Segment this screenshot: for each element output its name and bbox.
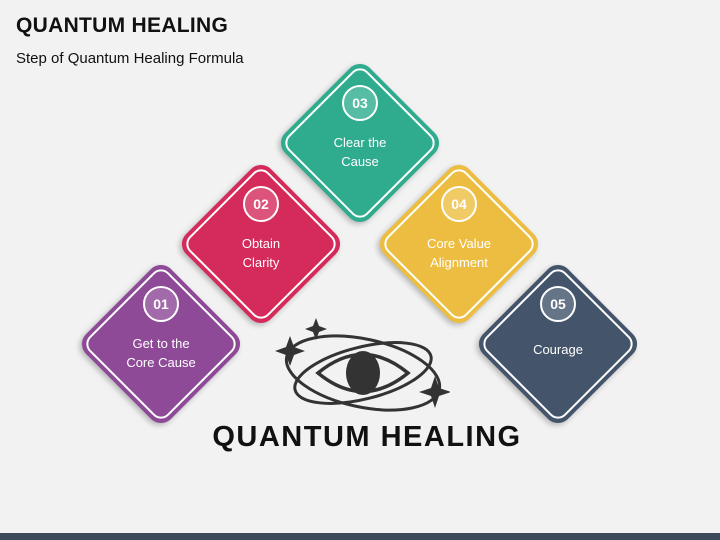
- step-01-number-badge: 01: [143, 286, 179, 322]
- step-03-label-line1: Clear the: [333, 135, 387, 150]
- step-02-number-badge: 02: [243, 186, 279, 222]
- step-05-number-badge: 05: [540, 286, 576, 322]
- step-04-label-line2: Alignment: [430, 255, 488, 270]
- step-04-number: 04: [451, 196, 467, 212]
- bottom-bar: [0, 533, 720, 540]
- step-03-number: 03: [352, 95, 368, 111]
- center-title: QUANTUM HEALING: [212, 421, 522, 453]
- step-02-label: Obtain Clarity: [191, 234, 331, 272]
- step-05-label-line1: Courage: [533, 342, 583, 357]
- step-02-label-line2: Clarity: [242, 255, 280, 270]
- step-04-number-badge: 04: [441, 186, 477, 222]
- page-title: QUANTUM HEALING: [16, 14, 229, 37]
- step-01-label-line2: Core Cause: [126, 355, 196, 370]
- step-04-label: Core Value Alignment: [389, 234, 529, 272]
- step-01-label-line1: Get to the: [132, 336, 190, 351]
- step-02-label-line1: Obtain: [241, 236, 281, 251]
- step-05-label: Courage: [488, 340, 628, 359]
- eye-orbit-icon: [275, 318, 450, 412]
- page-subtitle: Step of Quantum Healing Formula: [16, 50, 244, 67]
- step-05-number: 05: [550, 296, 566, 312]
- step-04-label-line1: Core Value: [426, 236, 492, 251]
- step-03-label-line2: Cause: [341, 154, 379, 169]
- step-03-label: Clear the Cause: [290, 133, 430, 171]
- step-01-label: Get to the Core Cause: [91, 334, 231, 372]
- step-02-number: 02: [253, 196, 269, 212]
- step-03-number-badge: 03: [342, 85, 378, 121]
- step-01-number: 01: [153, 296, 169, 312]
